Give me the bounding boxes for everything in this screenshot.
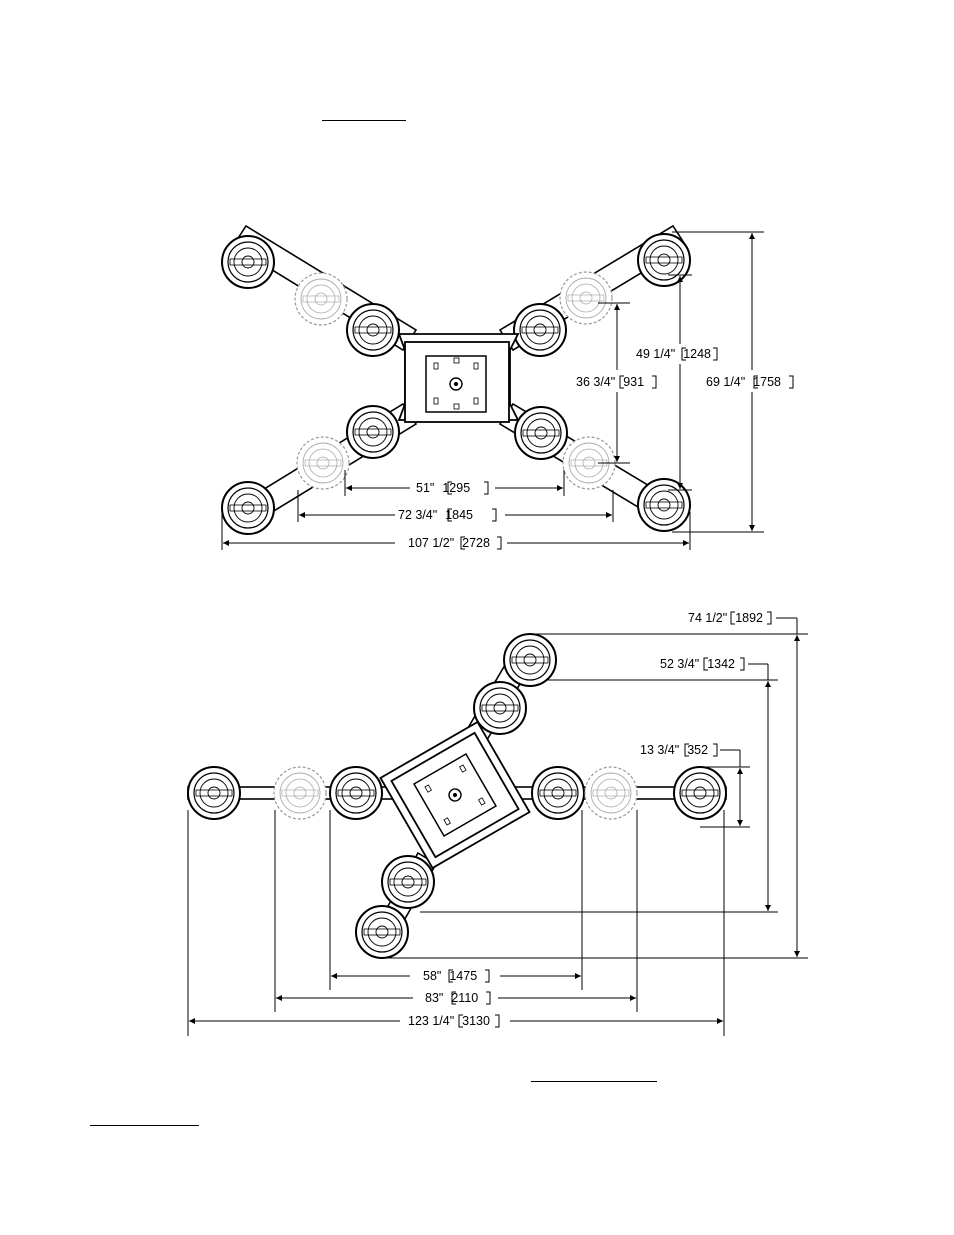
dim-13-label: 13 3/4"352 xyxy=(640,743,708,757)
vacuum-pad-icon xyxy=(382,856,434,908)
bottom-view: 74 1/2"1892 52 3/4"1342 13 3/4"352 58"14… xyxy=(188,611,808,1036)
dim-51-label: 51"1295 xyxy=(416,481,470,495)
vacuum-pad-ghost-icon xyxy=(274,767,326,819)
center-frame-bottom xyxy=(381,722,530,868)
vacuum-pad-icon xyxy=(474,682,526,734)
vacuum-pad-icon xyxy=(188,767,240,819)
vacuum-pad-icon xyxy=(638,234,690,286)
vacuum-pad-icon xyxy=(347,406,399,458)
vacuum-pad-icon xyxy=(222,236,274,288)
vacuum-pad-icon xyxy=(532,767,584,819)
vacuum-pad-icon xyxy=(356,906,408,958)
header-rule xyxy=(322,120,406,121)
footer-rule xyxy=(90,1125,199,1126)
vacuum-pad-ghost-icon xyxy=(297,437,349,489)
vacuum-pad-icon xyxy=(504,634,556,686)
dim-72-label: 72 3/4"1845 xyxy=(398,508,473,522)
vacuum-pad-icon xyxy=(515,407,567,459)
caption-rule xyxy=(531,1081,657,1082)
vacuum-pad-ghost-icon xyxy=(295,273,347,325)
top-view: 51"1295 72 3/4"1845 107 1/2"2728 36 3/4"… xyxy=(222,226,793,550)
dim-58-label: 58"1475 xyxy=(423,969,477,983)
dim-36-label: 36 3/4"931 xyxy=(576,375,644,389)
dim-123-label: 123 1/4"3130 xyxy=(408,1014,490,1028)
vacuum-pad-ghost-icon xyxy=(560,272,612,324)
vacuum-pad-icon xyxy=(347,304,399,356)
dim-52-label: 52 3/4"1342 xyxy=(660,657,735,671)
vacuum-pad-icon xyxy=(674,767,726,819)
dim-74-label: 74 1/2"1892 xyxy=(688,611,763,625)
dim-107-label: 107 1/2"2728 xyxy=(408,536,490,550)
dim-83-label: 83"2110 xyxy=(425,991,478,1005)
vacuum-pad-icon xyxy=(514,304,566,356)
dim-49-label: 49 1/4"1248 xyxy=(636,347,711,361)
vacuum-pad-icon xyxy=(222,482,274,534)
vacuum-pad-icon xyxy=(638,479,690,531)
dim-69-label: 69 1/4"1758 xyxy=(706,375,781,389)
vacuum-pad-ghost-icon xyxy=(585,767,637,819)
vacuum-pad-icon xyxy=(330,767,382,819)
center-frame-top xyxy=(399,334,518,422)
